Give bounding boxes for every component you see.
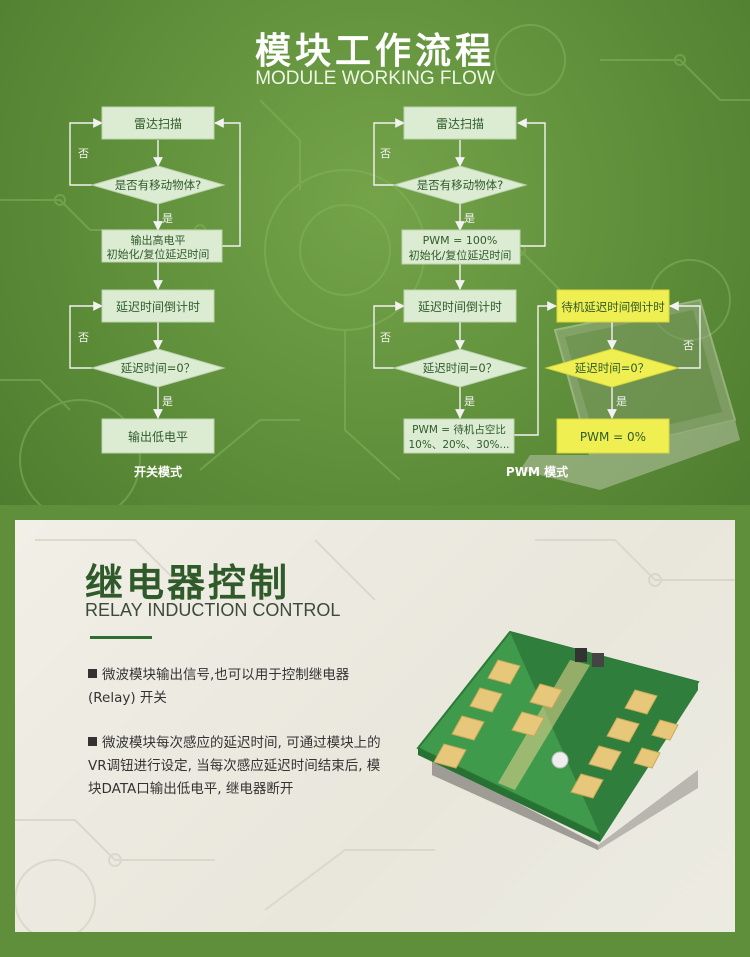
standby-countdown-text: 待机延迟时间倒计时 [561,300,665,314]
right-nodes: 雷达扫描 是否有移动物体? 否 是 PWM = 100% 初始化/复位延迟时间 … [380,106,694,479]
right-countdown-text: 延迟时间倒计时 [418,300,502,314]
right-scan-box [403,106,517,140]
left-countdown-text: 延迟时间倒计时 [116,300,200,314]
left-scan-box [101,106,215,140]
flow-subtitle: MODULE WORKING FLOW [255,68,495,89]
relay-bullet-2: 微波模块每次感应的延迟时间, 可通过模块上的VR调钮进行设定, 当每次感应延迟时… [88,732,388,801]
left-decision1-text: 是否有移动物体? [115,178,202,192]
title-underline [90,636,152,639]
right-no3: 否 [683,339,694,352]
connector-pin [575,648,587,662]
right-scan-text: 雷达扫描 [436,117,484,131]
left-no2: 否 [78,331,89,344]
right-flowchart [373,118,701,436]
left-scan-text: 雷达扫描 [134,117,182,131]
left-countdown-box [101,289,215,323]
right-output-box [401,229,521,265]
right-decision1 [392,165,528,205]
right-mode-label: PWM 模式 [506,464,568,479]
left-output-box [101,229,223,263]
left-no1: 否 [78,147,89,160]
flowcharts: 雷达扫描 是否有移动物体? 否 是 输出高电平 初始化/复位延迟时间 延迟时间倒… [69,106,701,479]
pwm-zero-box [556,418,670,454]
relay-section: 继电器控制 RELAY INDUCTION CONTROL 微波模块输出信号,也… [15,520,735,932]
left-decision1 [90,165,226,205]
left-output-low-text: 输出低电平 [128,429,188,444]
right-no2: 否 [380,331,391,344]
left-yes2: 是 [162,395,173,408]
left-output-line2: 初始化/复位延迟时间 [107,247,210,261]
right-no1: 否 [380,147,391,160]
relay-bullet-1-text: 微波模块输出信号,也可以用于控制继电器(Relay) 开关 [88,667,350,706]
microwave-module-image [416,630,700,850]
bullet-square-icon [88,737,97,746]
right-duty-line2: 10%、20%、30%... [408,439,509,451]
connector-pin [592,653,604,667]
footer-band [0,932,750,957]
left-decision2 [90,348,226,388]
bullet-square-icon [88,669,97,678]
right-yes3: 是 [616,395,627,408]
flow-section: 模块工作流程 MODULE WORKING FLOW [0,0,750,505]
left-decision2-text: 延迟时间=0？ [121,361,195,375]
left-flowchart [69,118,241,419]
left-output-line1: 输出高电平 [131,233,186,247]
right-duty-box [403,418,515,454]
left-output-low-box [101,418,215,454]
right-decision3 [544,348,680,388]
relay-bullet-1: 微波模块输出信号,也可以用于控制继电器(Relay) 开关 [88,664,388,710]
flow-title: 模块工作流程 [254,30,495,72]
right-yes1: 是 [464,212,475,225]
relay-title: 继电器控制 [85,560,291,605]
left-mode-label: 开关模式 [134,464,182,479]
left-nodes: 雷达扫描 是否有移动物体? 否 是 输出高电平 初始化/复位延迟时间 延迟时间倒… [78,106,226,479]
right-yes2: 是 [464,395,475,408]
right-countdown-box [403,289,517,323]
standby-countdown-box [556,289,670,323]
right-duty-line1: PWM = 待机占空比 [412,423,506,436]
pwm-zero-text: PWM = 0% [580,430,646,444]
left-yes1: 是 [162,212,173,225]
relay-bullet-2-text: 微波模块每次感应的延迟时间, 可通过模块上的VR调钮进行设定, 当每次感应延迟时… [88,735,381,797]
right-decision1-text: 是否有移动物体? [417,178,504,192]
right-decision2-text: 延迟时间=0？ [423,361,497,375]
relay-subtitle: RELAY INDUCTION CONTROL [85,600,341,620]
right-decision3-text: 延迟时间=0？ [575,361,649,375]
right-decision2 [392,348,528,388]
relay-circuit-background [15,539,735,932]
right-output-line2: 初始化/复位延迟时间 [409,248,512,262]
right-output-line1: PWM = 100% [423,234,498,247]
